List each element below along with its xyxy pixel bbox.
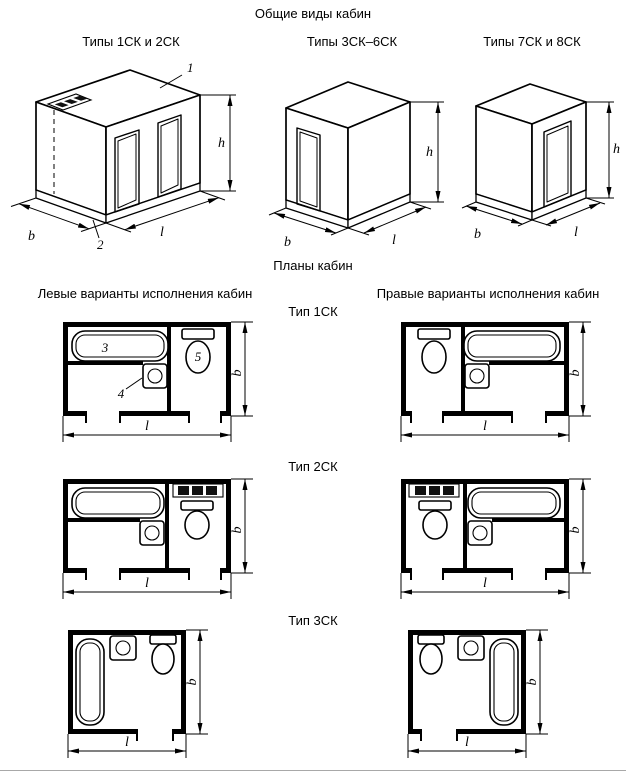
plan-1sk-left: 3 4 5 — [62, 321, 255, 448]
dimension-l: l — [531, 197, 606, 240]
callout-5: 5 — [195, 349, 202, 364]
callout-1: 1 — [187, 60, 194, 75]
page-title: Общие виды кабин — [254, 6, 372, 21]
view-title-1sk-2sk: Типы 1СК и 2СК — [82, 34, 180, 49]
plans-section-title: Планы кабин — [273, 258, 353, 273]
dim-label-b: b — [284, 235, 291, 250]
roof-vent-grille — [46, 93, 93, 111]
dimension-l: l — [105, 190, 226, 240]
callout-roof-panel: 1 — [159, 60, 194, 89]
door-opening — [296, 127, 321, 212]
type-label-2sk: Тип 2СК — [288, 459, 338, 474]
dimension-b: b — [461, 201, 533, 242]
dim-label-h: h — [426, 145, 433, 160]
callout-base-pan: 2 — [92, 219, 104, 252]
dimension-b: b — [268, 207, 349, 250]
iso-view-1sk-2sk: 1 2 b l h — [10, 60, 236, 252]
callout-4: 4 — [118, 386, 125, 401]
iso-view-7sk-8sk: b l h — [461, 83, 620, 242]
view-title-7sk-8sk: Типы 7СК и 8СК — [483, 34, 581, 49]
plan-2sk-left — [62, 478, 255, 605]
callout-4-leader — [125, 377, 143, 390]
door-opening-2 — [157, 114, 182, 198]
view-title-3sk-6sk: Типы 3СК–6СК — [306, 34, 398, 49]
dimension-l: l — [347, 201, 432, 248]
iso-view-3sk-6sk: b l h — [268, 81, 444, 250]
dimension-h: h — [410, 101, 444, 203]
dim-label-b: b — [28, 229, 35, 244]
callout-3: 3 — [101, 340, 109, 355]
dimension-b: b — [10, 197, 107, 244]
dim-label-l: l — [160, 225, 164, 240]
plan-3sk-right — [407, 629, 560, 764]
callout-2: 2 — [97, 237, 104, 252]
dim-label-h: h — [218, 136, 225, 151]
plan-2sk-right — [400, 478, 593, 605]
dimension-h: h — [586, 101, 620, 199]
left-variants-header: Левые варианты исполнения кабин — [37, 286, 253, 301]
dimension-h: h — [200, 94, 236, 192]
plan-3sk-left — [67, 629, 220, 764]
plan-1sk-right — [400, 321, 593, 448]
type-label-3sk: Тип 3СК — [288, 613, 338, 628]
dim-label-l: l — [574, 225, 578, 240]
dim-label-h: h — [613, 142, 620, 157]
dim-label-b: b — [474, 227, 481, 242]
right-variants-header: Правые варианты исполнения кабин — [376, 286, 600, 301]
door-opening — [543, 120, 572, 208]
dim-label-l: l — [392, 233, 396, 248]
type-label-1sk: Тип 1СК — [288, 304, 338, 319]
